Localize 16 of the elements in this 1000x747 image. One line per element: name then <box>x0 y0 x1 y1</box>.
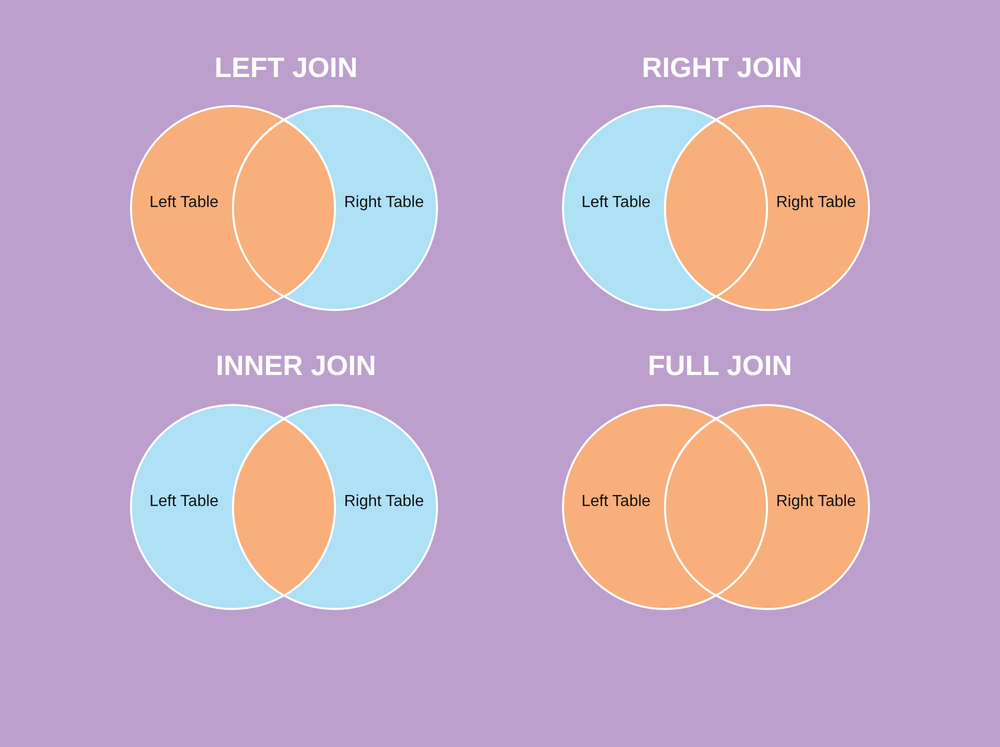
table-label: Right Table <box>344 492 424 512</box>
table-label: Right Table <box>776 194 856 212</box>
table-label: Right Table <box>776 492 856 512</box>
overlap-region <box>232 118 336 298</box>
table-label: Left Table <box>149 194 219 212</box>
table-label: Left Table <box>149 492 219 512</box>
table-label: Left Table <box>581 492 651 512</box>
table-label: Right Table <box>344 194 424 212</box>
overlap-region <box>232 418 336 596</box>
join-title: INNER JOIN <box>216 350 376 382</box>
table-label: Left Table <box>581 194 651 212</box>
overlap-region <box>664 118 768 298</box>
join-title: FULL JOIN <box>648 350 792 382</box>
overlap-region <box>664 418 768 596</box>
join-title: RIGHT JOIN <box>642 52 802 84</box>
join-title: LEFT JOIN <box>214 52 358 84</box>
